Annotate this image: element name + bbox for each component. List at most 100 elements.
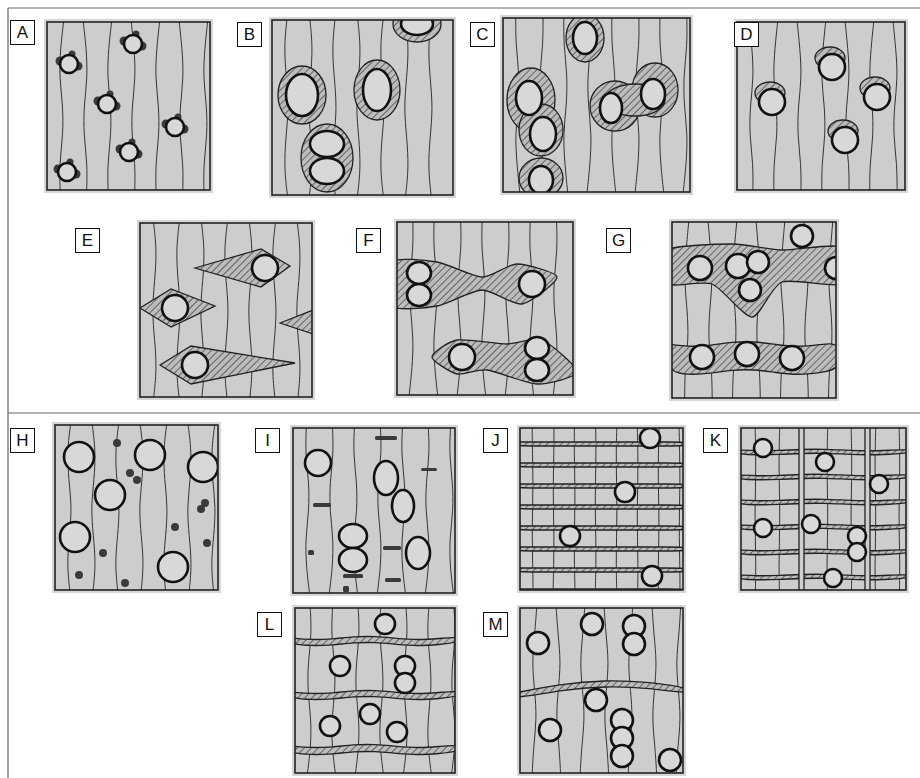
parenchyma-band <box>741 499 906 505</box>
parenchyma-strand <box>385 578 401 582</box>
panel-ground <box>293 428 455 593</box>
parenchyma <box>672 244 836 317</box>
panel-letter-box: L <box>257 612 282 637</box>
parenchyma-strand <box>308 550 314 555</box>
panel-letter: J <box>491 432 500 449</box>
fiber-line <box>83 22 87 190</box>
vessel <box>611 745 633 767</box>
parenchyma <box>566 18 604 62</box>
panel-letter: A <box>17 24 28 41</box>
vessel <box>516 81 542 115</box>
panel-border <box>741 428 906 590</box>
panel-letter: B <box>244 26 255 43</box>
vessel <box>641 79 665 109</box>
wood-section-panel <box>736 425 910 596</box>
photo-ground <box>734 19 908 193</box>
vessel <box>802 515 820 533</box>
parenchyma-strand <box>421 468 437 471</box>
frame-line <box>8 412 920 413</box>
vessel <box>747 251 769 273</box>
panel-letter-box: D <box>734 22 759 47</box>
wood-section-panel <box>388 219 577 398</box>
fiber-line <box>429 20 432 195</box>
vessel <box>870 475 888 493</box>
fiber-line <box>450 428 454 593</box>
panel-letter: I <box>265 432 270 449</box>
parenchyma-band <box>520 463 683 467</box>
vessel <box>739 279 761 301</box>
parenchyma <box>397 259 557 308</box>
fiber-line <box>604 608 609 773</box>
parenchyma-band <box>520 505 683 509</box>
vessel <box>95 480 125 510</box>
parenchyma-cell <box>203 539 211 547</box>
vessel <box>387 722 407 742</box>
fiber-line <box>893 22 897 190</box>
vessel <box>529 166 553 192</box>
vessel <box>832 127 858 153</box>
vessel <box>98 95 116 113</box>
vessel <box>60 522 90 552</box>
ray <box>799 428 804 590</box>
frame-line <box>8 7 920 8</box>
wood-section-panel <box>137 220 316 400</box>
wood-section-panel <box>662 219 847 401</box>
panel-letter-box: I <box>255 428 280 453</box>
vessel <box>252 255 278 281</box>
vessel <box>330 656 350 676</box>
panel-letter: F <box>363 232 373 249</box>
vessel <box>688 256 712 280</box>
wood-section-panel <box>52 422 221 593</box>
vessel <box>310 158 344 184</box>
vessel <box>791 225 813 247</box>
panel-letter: K <box>710 432 721 449</box>
parenchyma <box>280 309 312 335</box>
panel-ground <box>47 22 210 190</box>
photo-ground <box>137 220 315 400</box>
fiber-line <box>179 22 183 190</box>
panel-letter-box: K <box>703 428 728 453</box>
parenchyma-strand <box>383 546 401 550</box>
vessel <box>58 163 76 181</box>
vessel <box>735 342 759 366</box>
panel-letter: G <box>612 232 625 249</box>
parenchyma-cell <box>99 549 107 557</box>
parenchyma-band <box>672 342 836 375</box>
parenchyma-band <box>520 526 683 530</box>
photo-ground <box>290 425 458 596</box>
parenchyma-band <box>295 637 455 646</box>
parenchyma-strand <box>375 436 397 440</box>
vessel <box>182 352 208 378</box>
panel-letter-box: C <box>470 22 495 47</box>
panel-letter: M <box>488 616 502 633</box>
panel-ground <box>737 22 905 190</box>
fiber-line <box>797 22 801 190</box>
vessel <box>525 337 549 359</box>
vessel <box>401 20 433 35</box>
parenchyma <box>432 339 573 384</box>
fiber-line <box>434 222 438 395</box>
vessel <box>158 552 188 582</box>
fiber-line <box>683 18 687 192</box>
panel-letter: L <box>265 616 274 633</box>
parenchyma-cell <box>126 469 134 477</box>
vessel <box>642 566 662 586</box>
parenchyma-band <box>520 547 683 551</box>
parenchyma <box>195 249 290 287</box>
wood-section-panel <box>500 14 693 198</box>
fiber-line <box>212 425 215 590</box>
vessel <box>848 543 866 561</box>
panel-letter-box: E <box>75 228 100 253</box>
fiber-line <box>749 22 753 190</box>
parenchyma-band <box>295 745 455 755</box>
vessel <box>124 35 142 53</box>
vessel <box>339 548 367 572</box>
vessel <box>310 131 344 157</box>
vessel <box>449 344 475 370</box>
vessel <box>600 93 622 123</box>
vessel <box>374 461 398 495</box>
vessel <box>320 716 340 736</box>
vessel <box>864 84 890 110</box>
wood-section-panel <box>734 19 908 193</box>
